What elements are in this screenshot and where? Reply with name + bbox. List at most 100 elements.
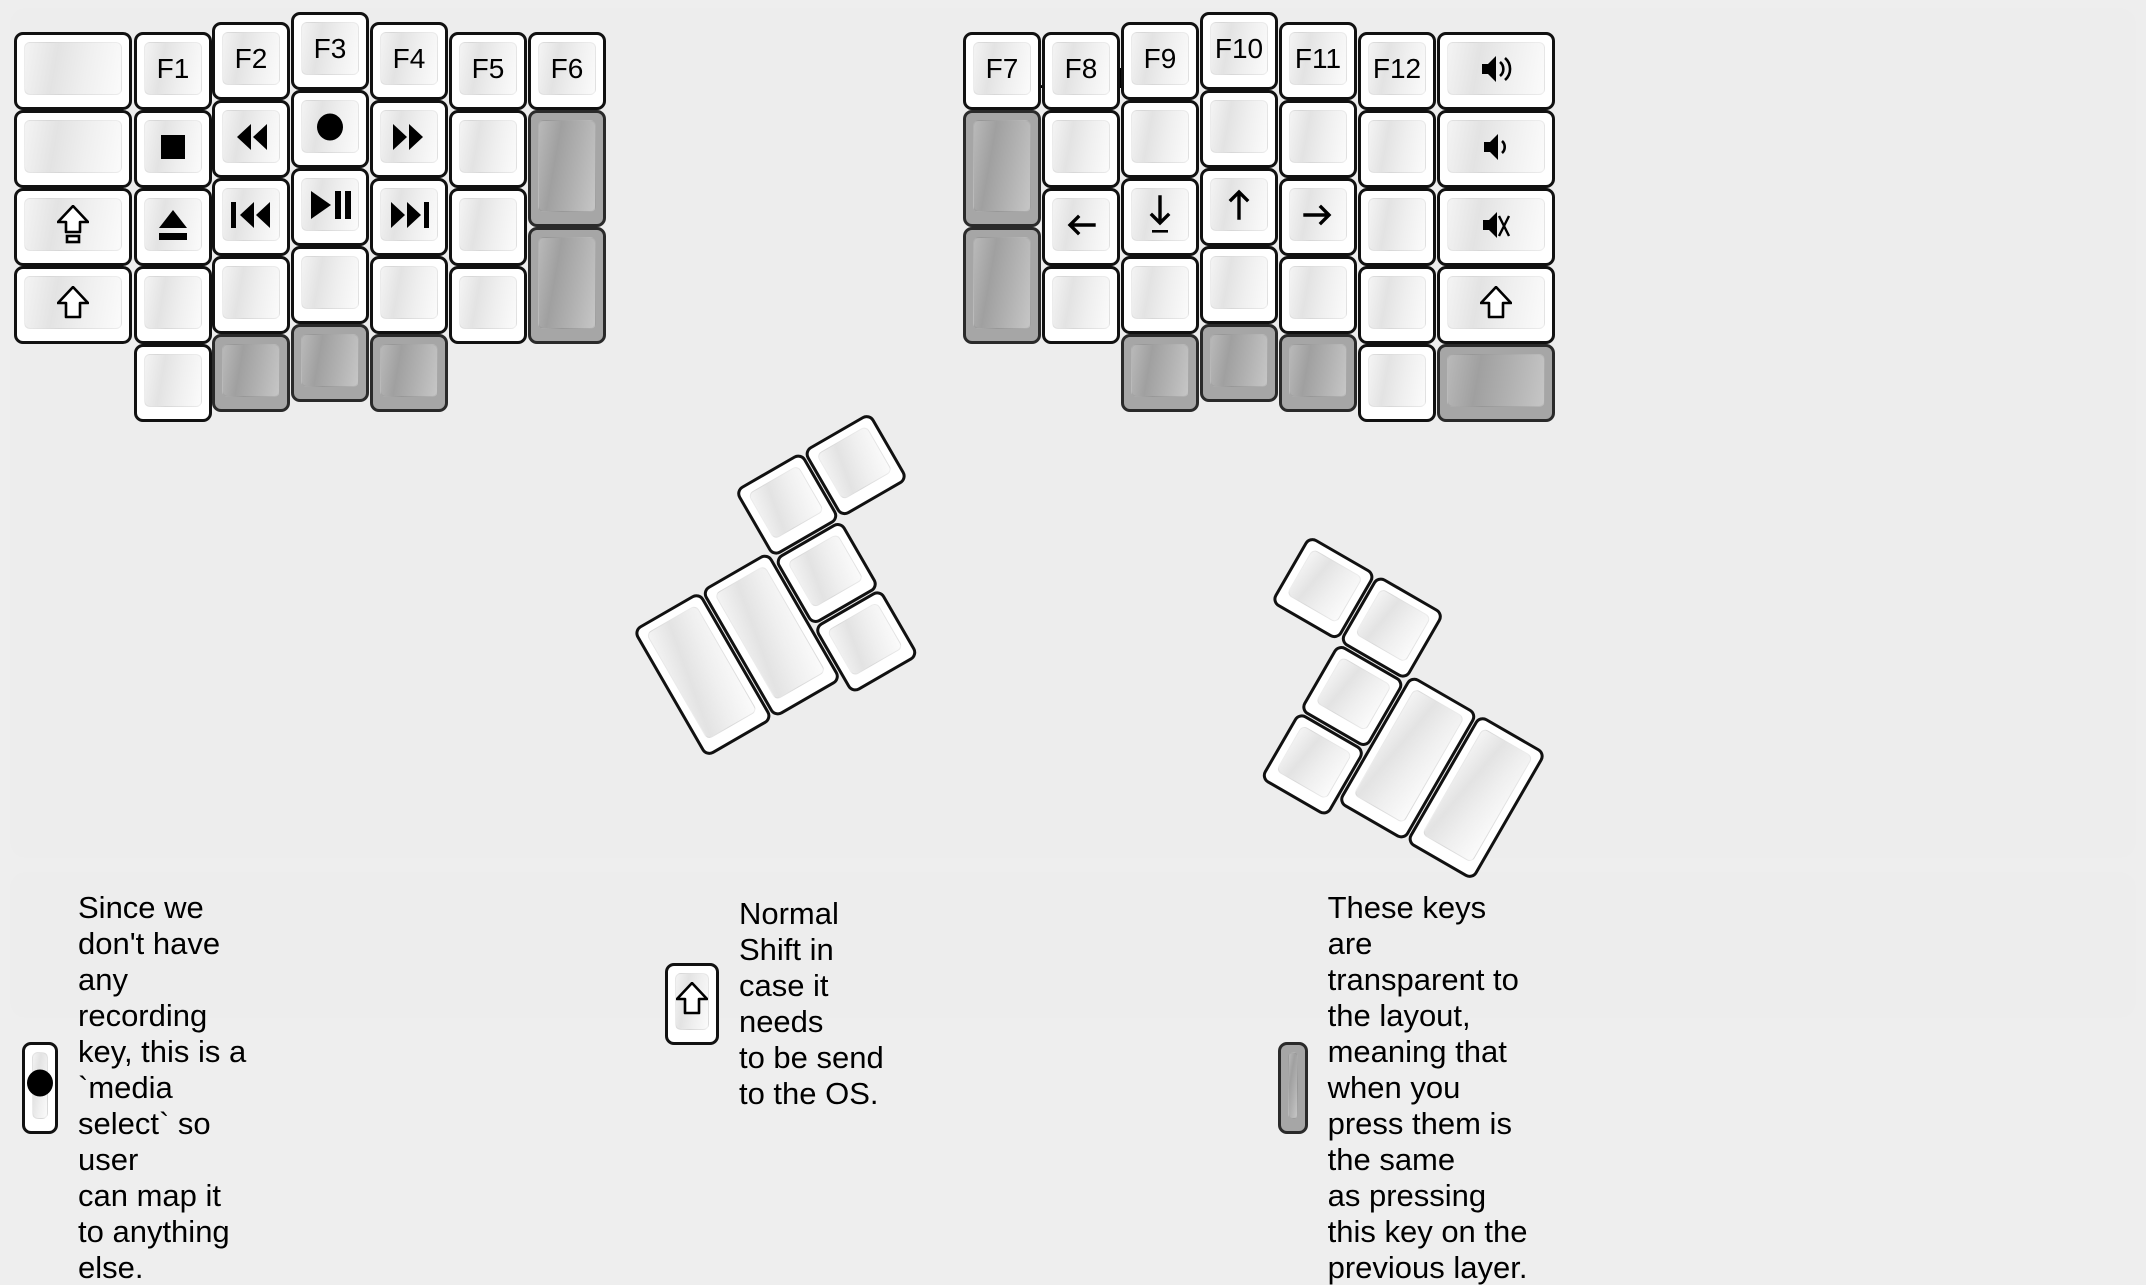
left-key-blank-c4r3[interactable] [370, 256, 448, 334]
legend-record-swatch [22, 1041, 58, 1134]
right-key-transparent-c0r1[interactable] [963, 110, 1041, 227]
right-key-blank-c5r2[interactable] [1358, 188, 1436, 266]
keycap-surface [1052, 120, 1110, 173]
keycap-surface [1447, 354, 1545, 407]
keycap-surface [1052, 276, 1110, 329]
legend-transparent-text: These keys are transparent to the layout… [1327, 890, 1528, 1285]
legend-transparent-swatch [1278, 1041, 1308, 1134]
keycap-surface [459, 120, 517, 173]
right-key-f11-c4r0[interactable]: F11 [1279, 22, 1357, 100]
left-key-blank-c2r3[interactable] [212, 256, 290, 334]
left-key-transparent-c6r2[interactable] [528, 227, 606, 344]
media-record-icon [25, 1068, 55, 1103]
keycap-surface [973, 237, 1031, 329]
keycap-surface [1447, 198, 1545, 251]
left-key-transparent-c6r1[interactable] [528, 110, 606, 227]
right-key-volume-mute-c6r2[interactable] [1437, 188, 1555, 266]
left-key-media-eject-c1r2[interactable] [134, 188, 212, 266]
right-key-blank-c5r3[interactable] [1358, 266, 1436, 344]
left-key-f3-c3r0[interactable]: F3 [291, 12, 369, 90]
right-key-blank-c1r1[interactable] [1042, 110, 1120, 188]
legend-transparent: These keys are transparent to the layout… [1278, 890, 1535, 1285]
right-key-volume-up-c6r0[interactable] [1437, 32, 1555, 110]
right-key-blank-c3r1[interactable] [1200, 90, 1278, 168]
keycap-surface [24, 120, 122, 173]
legend-record-text: Since we don't have any recording key, t… [78, 890, 247, 1285]
keycap-surface [1447, 120, 1545, 173]
left-key-shift-arrow-c0r3[interactable] [14, 266, 132, 344]
keycap-surface [1447, 42, 1545, 95]
keycap-surface [24, 276, 122, 329]
left-key-blank-c5r3[interactable] [449, 266, 527, 344]
keycap-surface [1210, 256, 1268, 309]
right-key-arrow-up-c3r2[interactable] [1200, 168, 1278, 246]
left-key-f5-c5r0[interactable]: F5 [449, 32, 527, 110]
keycap-surface [24, 198, 122, 251]
legend-panel [10, 872, 2136, 1018]
right-key-arrow-right-c4r2[interactable] [1279, 178, 1357, 256]
right-key-blank-c1r3[interactable] [1042, 266, 1120, 344]
left-key-blank-c0r0[interactable] [14, 32, 132, 110]
right-key-transparent-c4r4[interactable] [1279, 334, 1357, 412]
right-key-blank-c4r3[interactable] [1279, 256, 1357, 334]
left-key-blank-c1r4[interactable] [134, 344, 212, 422]
keycap-surface [459, 42, 517, 95]
keycap-surface [380, 32, 438, 85]
left-key-f1-c1r0[interactable]: F1 [134, 32, 212, 110]
right-key-f7-c0r0[interactable]: F7 [963, 32, 1041, 110]
right-key-transparent-c2r4[interactable] [1121, 334, 1199, 412]
left-key-media-fastforward-c4r1[interactable] [370, 100, 448, 178]
left-key-media-stop-c1r1[interactable] [134, 110, 212, 188]
keycap-surface [144, 120, 202, 173]
keycap-surface [222, 188, 280, 241]
right-key-blank-c2r1[interactable] [1121, 100, 1199, 178]
keycap-surface [1288, 1051, 1298, 1119]
left-key-media-record-c3r1[interactable] [291, 90, 369, 168]
keycap-surface [24, 42, 122, 95]
keycap-surface [1286, 548, 1364, 624]
right-key-transparent-c6r4[interactable] [1437, 344, 1555, 422]
keycap-surface [1131, 266, 1189, 319]
left-key-transparent-c3r4[interactable] [291, 324, 369, 402]
right-key-blank-c4r1[interactable] [1279, 100, 1357, 178]
keycap-surface [1289, 344, 1347, 397]
legend-shift: Normal Shift in case it needs to be send… [665, 896, 905, 1112]
right-key-transparent-c0r2[interactable] [963, 227, 1041, 344]
right-key-f8-c1r0[interactable]: F8 [1042, 32, 1120, 110]
right-key-f10-c3r0[interactable]: F10 [1200, 12, 1278, 90]
left-key-blank-c1r3[interactable] [134, 266, 212, 344]
legend-shift-text: Normal Shift in case it needs to be send… [738, 896, 884, 1111]
left-key-transparent-c4r4[interactable] [370, 334, 448, 412]
right-key-blank-c5r1[interactable] [1358, 110, 1436, 188]
right-key-transparent-c3r4[interactable] [1200, 324, 1278, 402]
keycap-surface [380, 266, 438, 319]
right-key-blank-c5r4[interactable] [1358, 344, 1436, 422]
left-key-transparent-c2r4[interactable] [212, 334, 290, 412]
shift-arrow-icon [675, 982, 709, 1020]
right-key-arrow-down-c2r2[interactable] [1121, 178, 1199, 256]
left-key-f6-c6r0[interactable]: F6 [528, 32, 606, 110]
keycap-surface [301, 178, 359, 231]
keycap-surface [973, 42, 1031, 95]
right-key-shift-arrow-c6r3[interactable] [1437, 266, 1555, 344]
left-key-shift-lock-arrow-c0r2[interactable] [14, 188, 132, 266]
left-key-f4-c4r0[interactable]: F4 [370, 22, 448, 100]
left-key-media-rewind-c2r1[interactable] [212, 100, 290, 178]
keycap-surface [144, 354, 202, 407]
left-key-media-playpause-c3r2[interactable] [291, 168, 369, 246]
right-key-f9-c2r0[interactable]: F9 [1121, 22, 1199, 100]
right-key-blank-c3r3[interactable] [1200, 246, 1278, 324]
left-key-blank-c5r1[interactable] [449, 110, 527, 188]
left-key-media-prev-c2r2[interactable] [212, 178, 290, 256]
left-key-blank-c0r1[interactable] [14, 110, 132, 188]
keycap-surface [301, 100, 359, 153]
right-key-arrow-left-c1r2[interactable] [1042, 188, 1120, 266]
left-key-blank-c5r2[interactable] [449, 188, 527, 266]
left-key-media-next-c4r2[interactable] [370, 178, 448, 256]
right-key-volume-down-c6r1[interactable] [1437, 110, 1555, 188]
left-key-f2-c2r0[interactable]: F2 [212, 22, 290, 100]
right-key-blank-c2r3[interactable] [1121, 256, 1199, 334]
left-key-blank-c3r3[interactable] [291, 246, 369, 324]
right-key-f12-c5r0[interactable]: F12 [1358, 32, 1436, 110]
